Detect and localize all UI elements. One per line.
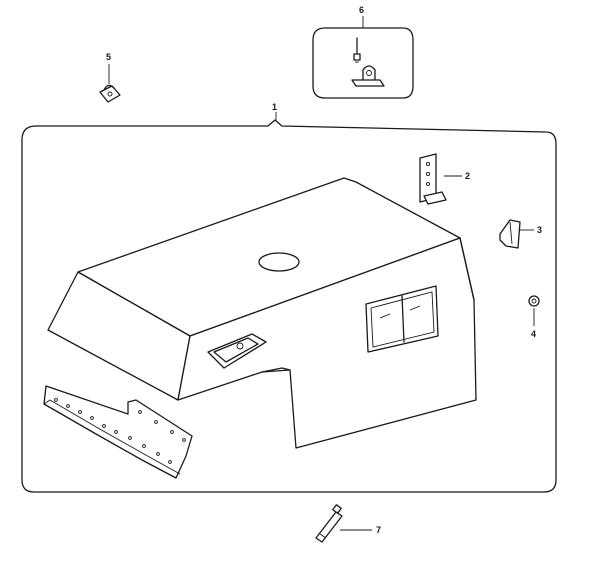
mounting-plate (43, 385, 193, 479)
part-7-tube: 7 (315, 504, 381, 543)
plate-holes (54, 398, 186, 464)
cab-enclosure (47, 177, 477, 449)
clip-icon (99, 84, 121, 103)
bolt-icon (353, 37, 361, 63)
part-3-clip: 3 (499, 219, 542, 249)
callout-3: 3 (537, 225, 542, 235)
callout-7: 7 (376, 525, 381, 535)
callout-4: 4 (531, 329, 536, 339)
part-4-nut: 4 (528, 295, 540, 339)
part-2-bracket: 2 (419, 153, 470, 205)
nut-icon (528, 295, 540, 307)
callout-1: 1 (272, 102, 277, 112)
roof-hatch (258, 252, 300, 272)
side-window (365, 285, 439, 353)
tube-icon (315, 504, 343, 543)
callout-6: 6 (359, 5, 364, 15)
assembly-frame: 1 (21, 102, 557, 493)
callout-2: 2 (465, 171, 470, 181)
part-6-inset: 6 (312, 5, 414, 99)
part-5-clip: 5 (99, 52, 121, 103)
handle-recess-icon (207, 333, 267, 369)
clip-bracket-icon (351, 65, 385, 87)
callout-5: 5 (106, 52, 111, 62)
